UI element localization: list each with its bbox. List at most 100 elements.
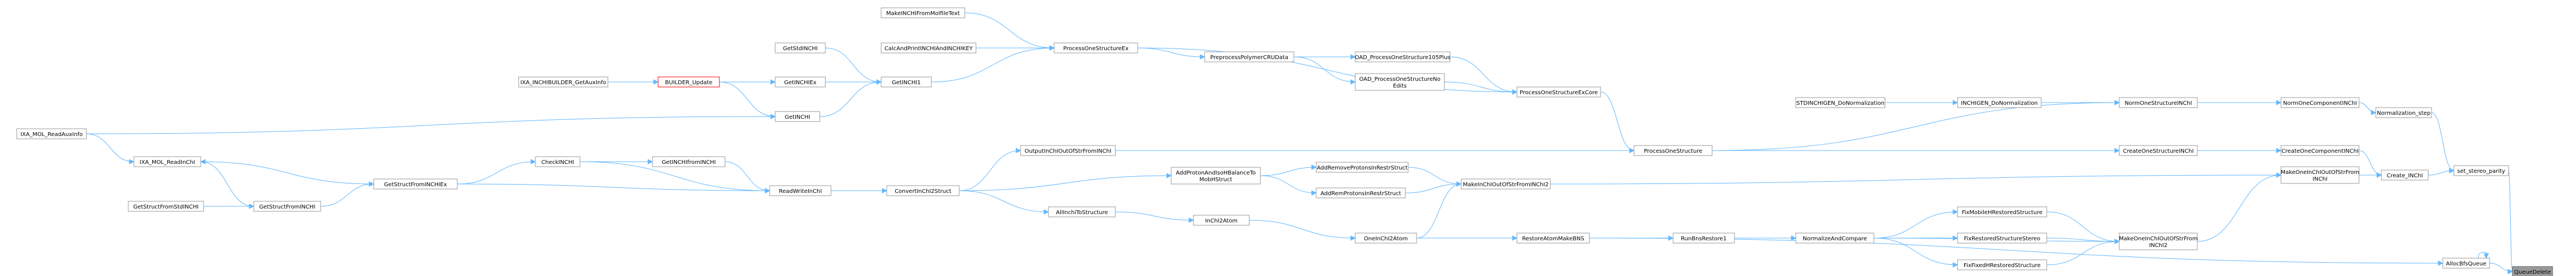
node-fixmobilehrestoredstructure[interactable]: FixMobileHRestoredStructure bbox=[1957, 206, 2047, 217]
edge-convertinchi2struct-to-addprotonandisohbalancetomobhstruct bbox=[959, 173, 1172, 191]
node-label: QueueDelete bbox=[2514, 269, 2551, 275]
node-allocbfsqueue[interactable]: AllocBfsQueue bbox=[2442, 258, 2490, 269]
node-label: GetStructFromINCHI bbox=[259, 204, 316, 210]
node-preprocesspolymercrudata[interactable]: PreprocessPolymerCRUData bbox=[1204, 51, 1294, 62]
edge-arrowhead bbox=[1952, 235, 1959, 241]
node-getinchifrominchi[interactable]: GetINCHIfromINCHI bbox=[652, 156, 726, 167]
edge-arrowhead bbox=[1512, 89, 1518, 95]
node-label: RestoreAtomMakeBNS bbox=[1522, 236, 1584, 242]
node-label: set_stereo_parity bbox=[2457, 168, 2505, 175]
node-makeinchifrommolfiletext[interactable]: MakeINCHIFromMolfileText bbox=[881, 7, 965, 18]
node-runbnsrestore1[interactable]: RunBnsRestore1 bbox=[1673, 233, 1735, 244]
node-calcandprintinchiandinchikey[interactable]: CalcAndPrintINCHIAndINCHIKEY bbox=[881, 42, 977, 54]
node-builder-update[interactable]: BUILDER_Update bbox=[658, 76, 720, 88]
node-fixrestoredstructurestereo[interactable]: FixRestoredStructureStereo bbox=[1957, 233, 2047, 244]
node-outputinchioutofstrfrominchi[interactable]: OutputInChIOutOfStrFromINChI bbox=[1020, 145, 1116, 156]
node-box bbox=[1633, 145, 1713, 156]
node-createonestructureinchi[interactable]: CreateOneStructureINChI bbox=[2119, 145, 2198, 156]
node-ixa-inchibuilder-getauxinfo[interactable]: IXA_INCHIBUILDER_GetAuxInfo bbox=[518, 76, 608, 88]
edge-arrowhead bbox=[2449, 168, 2455, 173]
edge-calcandprintinchiandinchikey-to-processonestructureex bbox=[976, 45, 1055, 51]
node-restoreatommakebns[interactable]: RestoreAtomMakeBNS bbox=[1516, 233, 1590, 244]
edge-arrowhead bbox=[1350, 235, 1356, 241]
node-getinchi1[interactable]: GetINCHI1 bbox=[881, 76, 932, 88]
node-inchi2atom[interactable]: InChI2Atom bbox=[1193, 215, 1250, 226]
node-normalizeandcompare[interactable]: NormalizeAndCompare bbox=[1795, 233, 1874, 244]
node-oneinchi2atom[interactable]: OneInChI2Atom bbox=[1355, 233, 1417, 244]
edge-normalization_step-to-set_stereo_parity bbox=[2431, 112, 2455, 173]
graph-edges bbox=[86, 12, 2514, 274]
node-set-stereo-parity[interactable]: set_stereo_parity bbox=[2453, 165, 2509, 176]
node-box bbox=[886, 185, 960, 196]
node-box bbox=[128, 201, 204, 212]
edge-runbnsrestore1-to-normalizeandcompare bbox=[1734, 235, 1797, 241]
node-label: AddRemoveProtonsInRestrStruct bbox=[1317, 165, 1408, 171]
edge-addremoveprotonsinrestrstruct-to-makeinchioutofstrfrominchi2 bbox=[1408, 167, 1462, 187]
node-box bbox=[373, 178, 458, 190]
node-getstructfromstdinchi[interactable]: GetStructFromStdINCHI bbox=[128, 201, 204, 212]
node-box bbox=[1204, 51, 1294, 62]
edge-arrowhead bbox=[1350, 79, 1356, 85]
node-readwriteinchi[interactable]: ReadWriteInChI bbox=[769, 185, 832, 196]
node-box bbox=[133, 156, 201, 167]
node-convertinchi2struct[interactable]: ConvertInChI2Struct bbox=[886, 185, 960, 196]
node-label: BUILDER_Update bbox=[665, 80, 713, 86]
node-oad-processonestructure105plus[interactable]: OAD_ProcessOneStructure105Plus bbox=[1355, 51, 1451, 62]
node-label: MakeInChIOutOfStrFromINChI2 bbox=[1463, 182, 1549, 188]
node-label: GetStructFromINCHIEx bbox=[384, 182, 447, 188]
edge-addprotonandisohbalancetomobhstruct-to-addremprotonsinrestrstruct bbox=[1260, 175, 1317, 196]
node-getstdinchi[interactable]: GetStdINCHI bbox=[775, 42, 826, 54]
node-box bbox=[881, 76, 932, 88]
node-label: OAD_ProcessOneStructureNo bbox=[1359, 76, 1441, 83]
node-addremprotonsinrestrstruct[interactable]: AddRemProtonsInRestrStruct bbox=[1316, 187, 1406, 198]
node-getinchiex[interactable]: GetINCHIEx bbox=[775, 76, 826, 88]
node-label: CalcAndPrintINCHIAndINCHIKEY bbox=[885, 46, 973, 52]
edge-arrowhead bbox=[2114, 100, 2120, 105]
node-checkinchi[interactable]: CheckINCHI bbox=[535, 156, 581, 167]
node-ixa-mol-readinchi[interactable]: IXA_MOL_ReadInChI bbox=[133, 156, 201, 167]
node-box bbox=[1048, 206, 1116, 217]
edge-arrowhead bbox=[129, 159, 135, 164]
node-stdinchigen-donormalization[interactable]: STDINCHIGEN_DoNormalization bbox=[1795, 97, 1886, 108]
node-create-inchi[interactable]: Create_INChI bbox=[2381, 170, 2429, 181]
edge-arrowhead bbox=[1311, 190, 1317, 196]
node-label: NormOneComponentINChI bbox=[2283, 100, 2357, 106]
node-makeinchioutofstrfrominchi2[interactable]: MakeInChIOutOfStrFromINChI2 bbox=[1461, 178, 1551, 190]
node-queuedelete[interactable]: QueueDelete bbox=[2512, 266, 2553, 276]
node-getstructfrominchiex[interactable]: GetStructFromINCHIEx bbox=[373, 178, 458, 190]
node-processonestructure[interactable]: ProcessOneStructure bbox=[1633, 145, 1713, 156]
edge-arrowhead bbox=[1350, 54, 1356, 60]
node-normalization-step[interactable]: Normalization_step bbox=[2375, 107, 2432, 118]
node-getinchi[interactable]: GetINCHI bbox=[775, 111, 820, 122]
node-label: IXA_INCHIBUILDER_GetAuxInfo bbox=[520, 80, 606, 86]
node-normonecomponentinchi[interactable]: NormOneComponentINChI bbox=[2280, 97, 2360, 108]
node-getstructfrominchi[interactable]: GetStructFromINCHI bbox=[253, 201, 321, 212]
node-addremoveprotonsinrestrstruct[interactable]: AddRemoveProtonsInRestrStruct bbox=[1316, 162, 1409, 173]
node-label: MobHStruct bbox=[1200, 177, 1233, 183]
node-box bbox=[535, 156, 581, 167]
edge-preprocesspolymercrudata-to-oad_processonestructurenoedits bbox=[1293, 56, 1356, 85]
node-fixfixedhrestoredstructure[interactable]: FixFixedHRestoredStructure bbox=[1957, 259, 2047, 270]
node-label: AddProtonAndIsoHBalanceTo bbox=[1176, 170, 1255, 176]
edge-arrowhead bbox=[2371, 110, 2377, 115]
node-ixa-mol-readauxinfo[interactable]: IXA_MOL_ReadAuxInfo bbox=[16, 128, 87, 139]
node-label: ReadWriteInChI bbox=[779, 188, 821, 195]
node-processonestructureex[interactable]: ProcessOneStructureEx bbox=[1053, 42, 1138, 54]
node-processonestructureexcore[interactable]: ProcessOneStructureExCore bbox=[1516, 86, 1601, 98]
edge-ixa_mol_readauxinfo-to-ixa_mol_readinchi bbox=[86, 133, 135, 164]
node-box bbox=[1316, 187, 1406, 198]
edge-arrowhead bbox=[1043, 209, 1050, 215]
node-inchigen-donormalization[interactable]: INCHIGEN_DoNormalization bbox=[1957, 97, 2042, 108]
node-box bbox=[1795, 97, 1886, 108]
node-normonestructureinchi[interactable]: NormOneStructureINChI bbox=[2119, 97, 2198, 108]
edge-oad_processonestructure105plus-to-processonestructureexcore bbox=[1449, 56, 1518, 95]
edge-processonestructureex-to-processonestructureexcore bbox=[1137, 47, 1518, 95]
edge-arrowhead bbox=[2276, 172, 2282, 178]
node-label: INChI bbox=[2313, 176, 2328, 182]
node-allinchitostructure[interactable]: AllInchiToStructure bbox=[1048, 206, 1116, 217]
node-createonecomponentinchi[interactable]: CreateOneComponentINChI bbox=[2280, 145, 2360, 156]
